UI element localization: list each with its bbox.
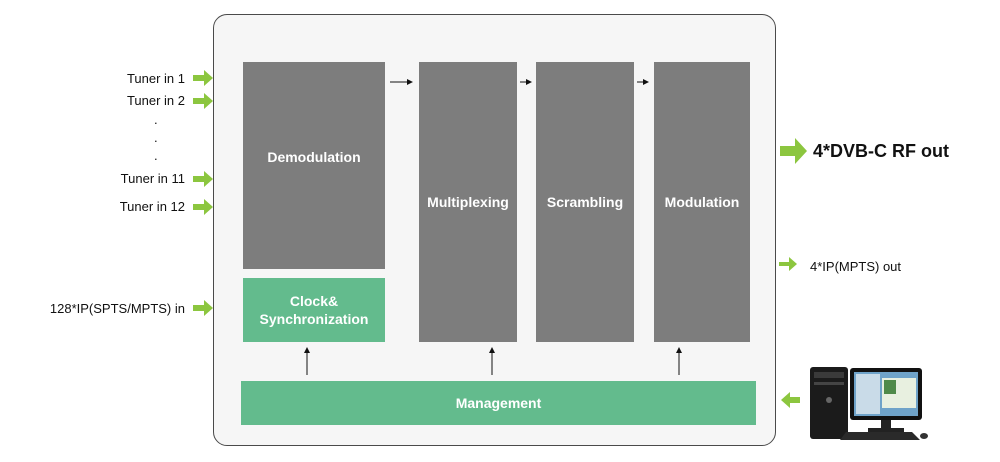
management-in-arrow-icon [781,392,800,408]
management-label: Management [455,395,542,411]
management-block: Management [241,381,756,425]
input-label-tuner-2: Tuner in 2 [126,93,185,108]
green-arrow-icon [193,300,213,316]
green-arrow-icon [193,70,213,86]
ellipsis-dot: . [154,148,158,163]
ellipsis-dot: . [154,112,158,127]
input-arrows [193,70,213,316]
multiplexing-block: Multiplexing [419,62,517,342]
input-label-tuner-12: Tuner in 12 [119,199,185,214]
green-arrow-icon [193,199,213,215]
clock-label-line2: Synchronization [259,311,369,327]
demodulation-label: Demodulation [267,148,361,165]
demodulation-block: Demodulation [243,62,385,269]
ellipsis-dot: . [154,130,158,145]
green-arrow-icon [193,93,213,109]
output-label-rf: 4*DVB-C RF out [813,141,949,161]
input-label-tuner-11: Tuner in 11 [120,171,185,186]
ip-out-arrow-icon [779,257,797,271]
clock-sync-block: Clock& Synchronization [243,278,385,342]
green-arrow-icon [193,171,213,187]
input-label-tuner-1: Tuner in 1 [126,71,185,86]
multiplexing-label: Multiplexing [427,194,509,210]
modulation-block: Modulation [654,62,750,342]
modulation-label: Modulation [664,194,740,210]
rf-out-arrow-icon [780,138,807,164]
output-label-ip: 4*IP(MPTS) out [810,259,902,274]
scrambling-block: Scrambling [536,62,634,342]
scrambling-label: Scrambling [546,194,624,210]
desktop-computer-icon [810,367,928,440]
clock-label-line1: Clock& [289,293,339,309]
input-label-ip: 128*IP(SPTS/MPTS) in [49,301,185,316]
